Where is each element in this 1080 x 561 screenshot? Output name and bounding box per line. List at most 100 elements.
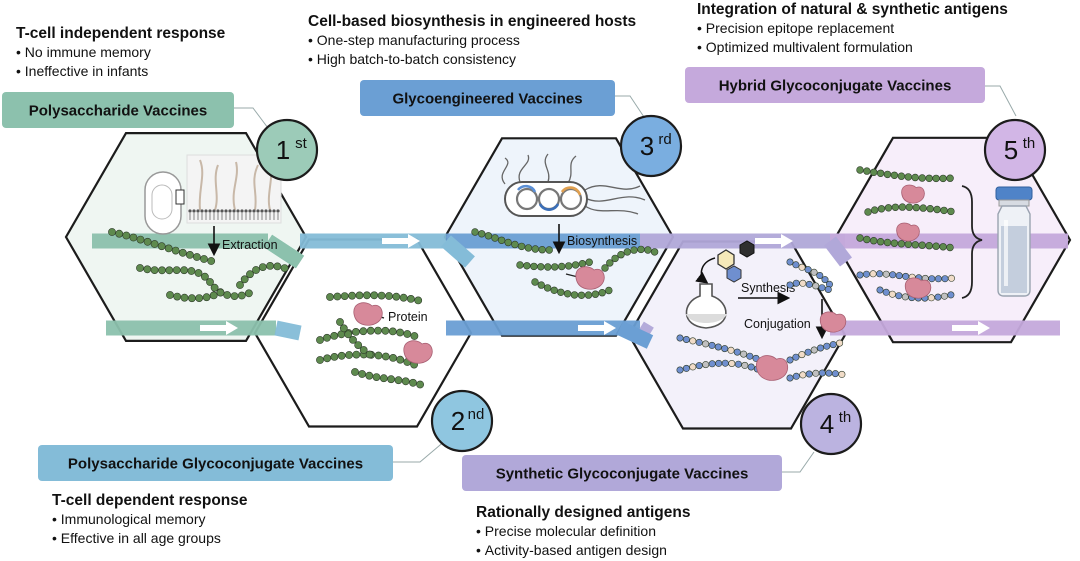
glycan-bead — [741, 361, 749, 369]
glycan-bead — [889, 271, 897, 279]
glycan-bead — [491, 234, 499, 242]
glycan-bead — [939, 174, 947, 183]
glycan-bead — [409, 378, 417, 387]
glycan-bead — [876, 169, 885, 178]
glycan-bead — [695, 362, 703, 370]
glycan-bead — [164, 244, 173, 253]
glycan-bead — [932, 174, 940, 183]
glycan-bead — [816, 271, 824, 279]
carrier-protein-icon — [756, 355, 789, 381]
glycan-bead — [381, 326, 390, 335]
glycan-bead — [898, 203, 907, 211]
glycan-bead — [206, 278, 214, 286]
glycan-bead — [396, 328, 404, 337]
glycan-bead — [352, 350, 361, 359]
glycan-bead — [890, 171, 899, 180]
glycan-bead — [266, 261, 274, 270]
gen3-illustration: Biosynthesis — [501, 153, 646, 278]
glycan-bead — [734, 360, 742, 368]
label-box-gen4 — [462, 455, 782, 491]
glycan-bead — [890, 239, 899, 247]
carrier-protein-icon — [896, 222, 920, 242]
glycan-bead — [143, 265, 152, 274]
glycan-bead — [884, 204, 893, 212]
glycan-bead — [676, 366, 684, 374]
badge-suffix: th — [1023, 135, 1036, 152]
gen5-bullet: Optimized multivalent formulation — [697, 38, 1008, 57]
glycan-bead — [187, 294, 196, 303]
label-box-gen2 — [38, 445, 393, 481]
generation-badge-5 — [983, 118, 1047, 182]
label-gen4: Synthetic Glycoconjugate Vaccines — [496, 466, 749, 483]
gen1-notes: T-cell independent response No immune me… — [16, 24, 225, 81]
glycan-bead — [941, 275, 949, 283]
glycan-bead — [721, 359, 729, 367]
glycan-bead — [359, 346, 368, 354]
glycan-bead — [792, 261, 800, 269]
glycan-bead — [531, 278, 539, 286]
glycan-bead — [934, 275, 942, 283]
glycan-bead — [804, 348, 812, 356]
glycan-bead — [374, 326, 382, 335]
glycan-bead — [926, 205, 934, 213]
glycan-bead — [414, 296, 423, 305]
glycan-bead — [108, 228, 116, 236]
glycan-bead — [623, 248, 631, 256]
glycan-bead — [584, 291, 593, 299]
glycan-bead — [918, 174, 926, 182]
glycan-bead — [537, 281, 545, 289]
glycan-bead — [912, 203, 920, 212]
glycan-bead — [786, 258, 794, 266]
glycan-bead — [904, 173, 912, 181]
glycan-bead — [939, 243, 947, 251]
glycan-bead — [544, 263, 552, 271]
glycan-bead — [946, 174, 954, 182]
glycan-bead — [504, 238, 512, 247]
glycan-bead — [831, 370, 839, 378]
glycan-bead — [856, 234, 864, 242]
membrane-icon — [188, 209, 280, 220]
glycan-bead — [523, 262, 531, 270]
glycan-bead — [200, 255, 208, 263]
leader-line-gen5 — [985, 85, 1017, 117]
plasmid-icon — [515, 187, 539, 211]
glycan-bead — [897, 240, 906, 248]
glycan-bead — [934, 293, 942, 301]
glycan-bead — [901, 293, 909, 301]
glycan-bead — [927, 294, 935, 302]
glycan-bead — [895, 292, 903, 300]
glycan-bead — [721, 345, 729, 353]
step-synthesis: Synthesis — [741, 281, 795, 295]
leader-line-gen2 — [392, 439, 447, 463]
glycan-bead — [836, 339, 844, 347]
generation-badge-1 — [255, 118, 319, 182]
glycan-bead — [396, 355, 405, 364]
glycan-bead — [799, 279, 807, 287]
glycan-bead — [824, 285, 832, 293]
glycan-bead — [564, 262, 573, 270]
glycan-bead — [366, 326, 375, 335]
glycan-bead — [918, 241, 926, 249]
glycan-bead — [577, 291, 586, 299]
glycan-bead — [940, 206, 948, 215]
glycan-bead — [230, 292, 239, 300]
glycan-bead — [882, 288, 890, 296]
glycan-bead — [351, 368, 359, 376]
glycan-bead — [355, 291, 364, 300]
glycan-bead — [856, 271, 864, 279]
generation-badge-2 — [430, 389, 494, 453]
badge-number: 5 — [1004, 135, 1018, 165]
glycan-bead — [365, 350, 374, 359]
glycan-bead — [650, 248, 659, 256]
glycan-bead — [792, 372, 800, 380]
glycan-bead — [818, 284, 826, 292]
glycan-bead — [387, 375, 395, 384]
glycan-bead — [185, 250, 194, 259]
gen4-heading: Rationally designed antigens — [476, 504, 691, 521]
label-gen2: Polysaccharide Glycoconjugate Vaccines — [68, 456, 363, 473]
glycan-bead — [925, 242, 933, 250]
carrier-protein-icon — [901, 184, 925, 204]
badge-number: 3 — [640, 131, 654, 161]
leader-line-gen1 — [233, 107, 269, 129]
monomer-icon — [739, 240, 755, 258]
